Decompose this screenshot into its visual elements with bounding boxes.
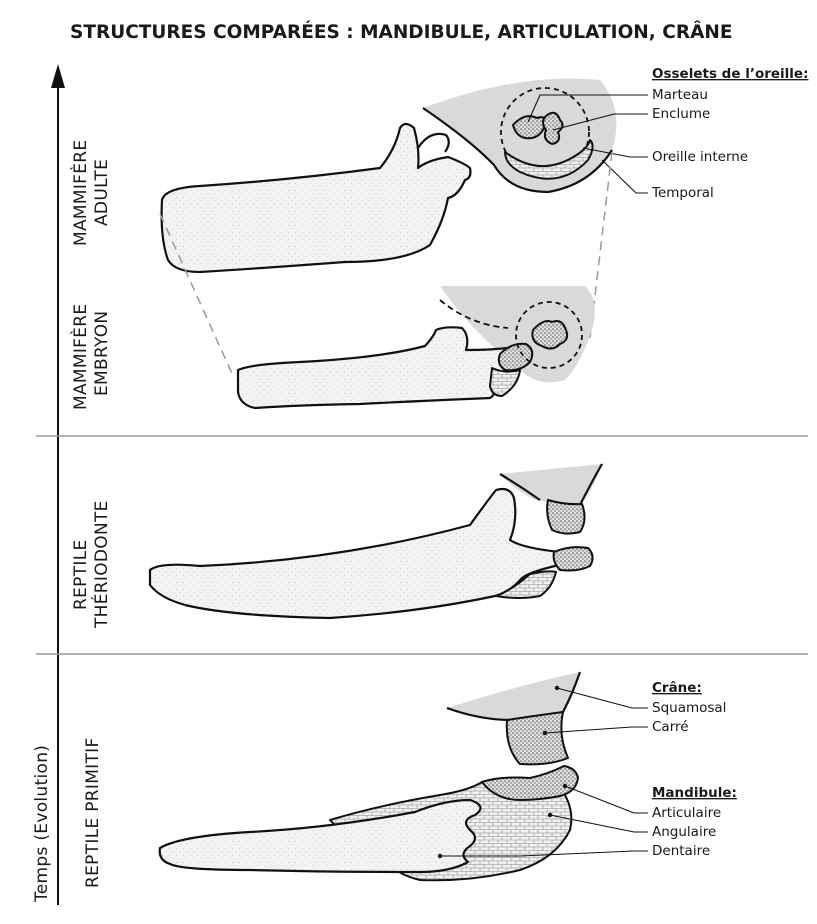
label-marteau: Marteau — [652, 87, 708, 103]
primitive-dentary — [160, 800, 481, 872]
theriodont-articular — [554, 547, 593, 570]
embryo-mandible — [238, 327, 523, 408]
label-angulaire: Angulaire — [652, 824, 716, 840]
stage-label-embryo: MAMMIFÈRE EMBRYON — [69, 304, 112, 410]
label-temporal: Temporal — [651, 185, 714, 201]
svg-text:THÉRIODONTE: THÉRIODONTE — [90, 500, 112, 629]
skull-heading: Crâne: — [652, 680, 702, 696]
embryo-angular — [490, 368, 520, 396]
label-oreille-interne: Oreille interne — [652, 149, 748, 165]
arrow-up-icon — [51, 64, 65, 88]
embryo-mammal-drawing — [238, 286, 595, 408]
theriodont-quadrate — [547, 500, 584, 534]
label-carre: Carré — [652, 719, 689, 735]
label-enclume: Enclume — [652, 106, 710, 122]
svg-text:MAMMIFÈRE: MAMMIFÈRE — [69, 140, 91, 246]
primitive-reptile-drawing — [160, 672, 580, 880]
svg-text:ADULTE: ADULTE — [92, 159, 112, 226]
time-axis: Temps (Evolution) — [32, 64, 65, 905]
primitive-articular — [482, 766, 578, 800]
adult-mandible — [162, 124, 471, 272]
ossicles-heading: Osselets de l’oreille: — [652, 66, 808, 82]
label-articulaire: Articulaire — [652, 805, 721, 821]
svg-text:REPTILE PRIMITIF: REPTILE PRIMITIF — [83, 737, 103, 888]
label-squamosal: Squamosal — [652, 700, 726, 716]
stage-label-adult: MAMMIFÈRE ADULTE — [69, 140, 112, 246]
stage-label-theriodont: REPTILE THÉRIODONTE — [71, 500, 112, 629]
mandible-heading: Mandibule: — [652, 785, 737, 801]
svg-text:MAMMIFÈRE: MAMMIFÈRE — [69, 304, 91, 410]
adult-mammal-drawing — [162, 79, 617, 272]
time-axis-label: Temps (Evolution) — [32, 745, 52, 903]
stage-label-primitive: REPTILE PRIMITIF — [83, 737, 103, 888]
theriodont-mandible — [150, 489, 560, 618]
svg-text:EMBRYON: EMBRYON — [92, 311, 112, 396]
primitive-quadrate — [507, 712, 568, 764]
theriodont-drawing — [150, 464, 602, 618]
svg-text:REPTILE: REPTILE — [71, 539, 91, 610]
diagram-title: STRUCTURES COMPARÉES : MANDIBULE, ARTICU… — [70, 21, 733, 43]
label-dentaire: Dentaire — [652, 843, 710, 859]
